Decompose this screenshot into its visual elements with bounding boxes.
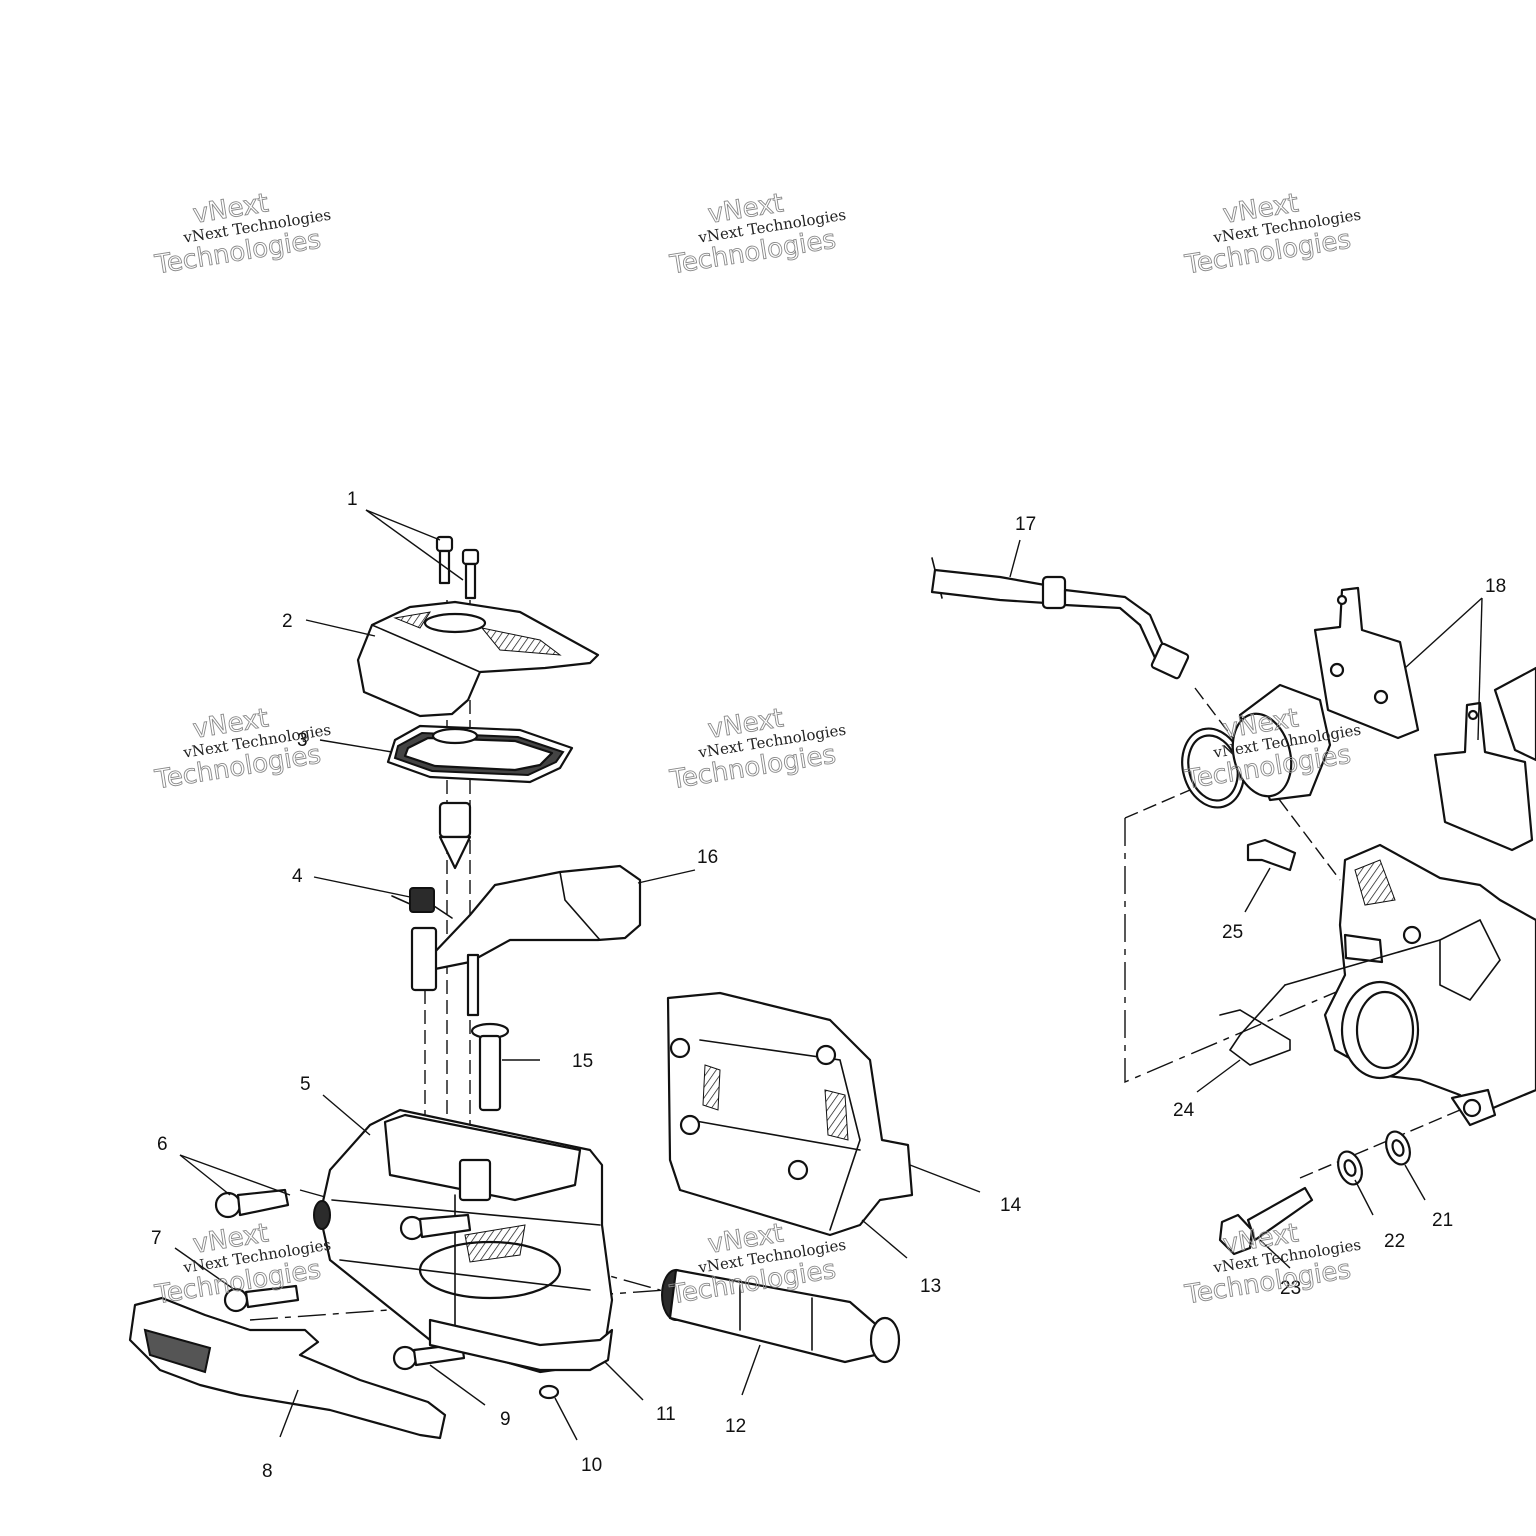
bleeder-valve [1246, 838, 1297, 872]
caliper-bolt [1218, 1186, 1314, 1256]
callout-17: 17 [1015, 514, 1036, 535]
callout-13: 13 [920, 1276, 941, 1297]
pivot-pin [470, 1022, 510, 1112]
return-spring [391, 887, 453, 919]
diaphragm-gasket [386, 724, 574, 784]
circlip [538, 1384, 560, 1400]
callout-14: 14 [1000, 1195, 1022, 1216]
cylinder-piston [661, 1268, 901, 1364]
callout-24: 24 [1173, 1100, 1195, 1121]
callout-15: 15 [572, 1051, 593, 1072]
caliper-body [1323, 843, 1536, 1127]
body-screw-6b [399, 1213, 472, 1241]
callout-10: 10 [581, 1455, 602, 1476]
reservoir-cover [356, 600, 600, 718]
watermark-3: vNext vNext Technologies Technologies [1182, 188, 1362, 281]
watermark-1: vNext vNext Technologies Technologies [152, 188, 332, 281]
callout-9: 9 [500, 1409, 511, 1430]
cover-screws [435, 535, 480, 600]
piston-seal [1181, 727, 1245, 809]
callout-3: 3 [297, 730, 308, 751]
watermark-2: vNext vNext Technologies Technologies [667, 188, 847, 281]
caliper-piston [1231, 683, 1332, 802]
brake-pads [1313, 586, 1536, 852]
callout-7: 7 [151, 1228, 162, 1249]
brake-lever [128, 1296, 447, 1440]
callout-1: 1 [347, 489, 358, 510]
pin-clip [1219, 939, 1441, 1066]
piston-tip [438, 801, 472, 870]
master-cylinder-body [313, 1108, 614, 1374]
callout-23: 23 [1280, 1278, 1301, 1299]
parking-lever [410, 864, 642, 1017]
callout-numbers: 1 2 3 4 5 6 7 8 9 10 11 12 13 14 15 16 1… [151, 489, 1506, 1482]
housing-cover [666, 991, 914, 1237]
callout-25: 25 [1222, 922, 1243, 943]
callout-18: 18 [1485, 576, 1506, 597]
leader-lines [174, 509, 1483, 1441]
body-screw-6 [214, 1188, 290, 1219]
callout-16: 16 [697, 847, 718, 868]
lever-screw-7 [223, 1284, 300, 1313]
callout-21: 21 [1432, 1210, 1453, 1231]
callout-22: 22 [1384, 1231, 1405, 1252]
washer-22 [1337, 1150, 1363, 1186]
watermark-7: vNext vNext Technologies Technologies [152, 1218, 332, 1311]
callout-6: 6 [157, 1134, 168, 1155]
brake-hose [930, 557, 1190, 680]
callout-2: 2 [282, 611, 293, 632]
handlebar-clamp [428, 1318, 614, 1372]
watermark-9: vNext vNext Technologies Technologies [1182, 1218, 1362, 1311]
pivot-screw-9 [392, 1342, 466, 1371]
callout-11: 11 [656, 1404, 676, 1425]
watermark-4: vNext vNext Technologies Technologies [152, 703, 332, 796]
callout-12: 12 [725, 1416, 746, 1437]
callout-5: 5 [300, 1074, 311, 1095]
washer-21 [1385, 1130, 1411, 1166]
callout-4: 4 [292, 866, 303, 887]
watermark-5: vNext vNext Technologies Technologies [667, 703, 847, 796]
callout-8: 8 [262, 1461, 273, 1482]
